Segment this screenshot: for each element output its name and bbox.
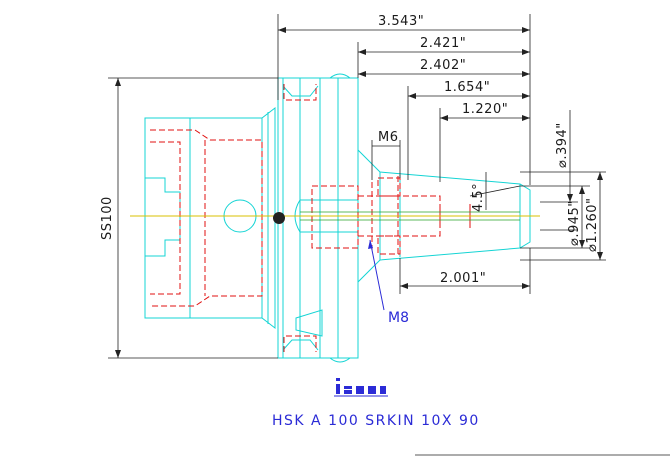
centerline [130, 211, 540, 224]
dim-2402: 2.402" [420, 58, 466, 73]
dim-ss100: SS100 [100, 196, 115, 240]
label-m8: M8 [388, 310, 409, 326]
hidden-internal-features [150, 84, 471, 352]
m8-leader [368, 239, 385, 311]
dim-dia-945: ⌀.945" [567, 200, 582, 246]
dimension-lines [108, 14, 606, 359]
dim-2001: 2.001" [440, 271, 486, 286]
dim-1654: 1.654" [444, 80, 490, 95]
dim-dia-394: ⌀.394" [555, 122, 570, 168]
iscar-logo [334, 378, 388, 397]
dim-dia-1260: ⌀1.260" [585, 197, 600, 252]
dim-angle: 4.5° [471, 183, 486, 212]
dim-m6: M6 [378, 130, 399, 145]
dim-1220: 1.220" [462, 102, 508, 117]
dim-overall-length: 3.543" [378, 14, 424, 29]
drawing-title: HSK A 100 SRKIN 10X 90 [272, 413, 480, 429]
dim-2421: 2.421" [420, 36, 466, 51]
hsk-shank-outline [144, 73, 531, 363]
